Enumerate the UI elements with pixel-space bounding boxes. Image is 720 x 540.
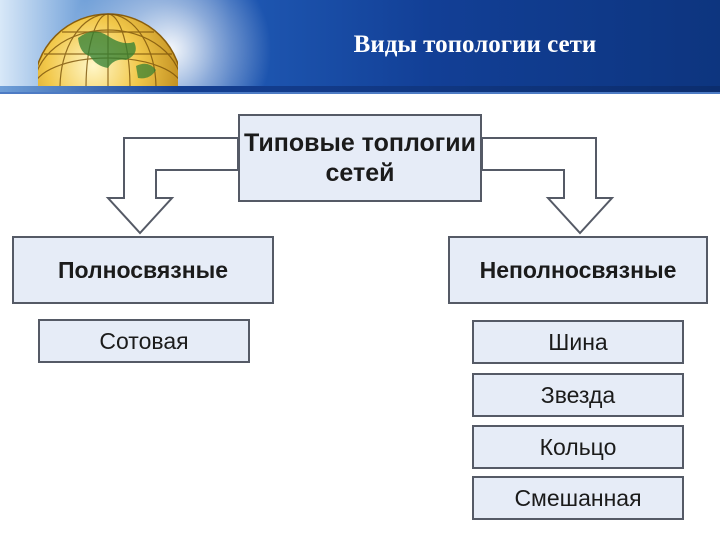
globe-icon — [38, 13, 178, 86]
right-arrow-icon — [481, 137, 615, 235]
root-node: Типовые топлогии сетей — [238, 114, 482, 202]
header-band — [0, 86, 720, 92]
leaf-node-mixed: Смешанная — [472, 476, 684, 520]
left-category-node: Полносвязные — [12, 236, 274, 304]
slide-title: Виды топологии сети — [353, 31, 597, 58]
leaf-node-bus: Шина — [472, 320, 684, 364]
left-arrow-icon — [105, 137, 239, 235]
leaf-node-star: Звезда — [472, 373, 684, 417]
slide-header: Виды топологии сети — [0, 0, 720, 86]
leaf-node-cellular: Сотовая — [38, 319, 250, 363]
right-category-node: Неполносвязные — [448, 236, 708, 304]
leaf-node-ring: Кольцо — [472, 425, 684, 469]
header-band-line — [0, 92, 720, 94]
